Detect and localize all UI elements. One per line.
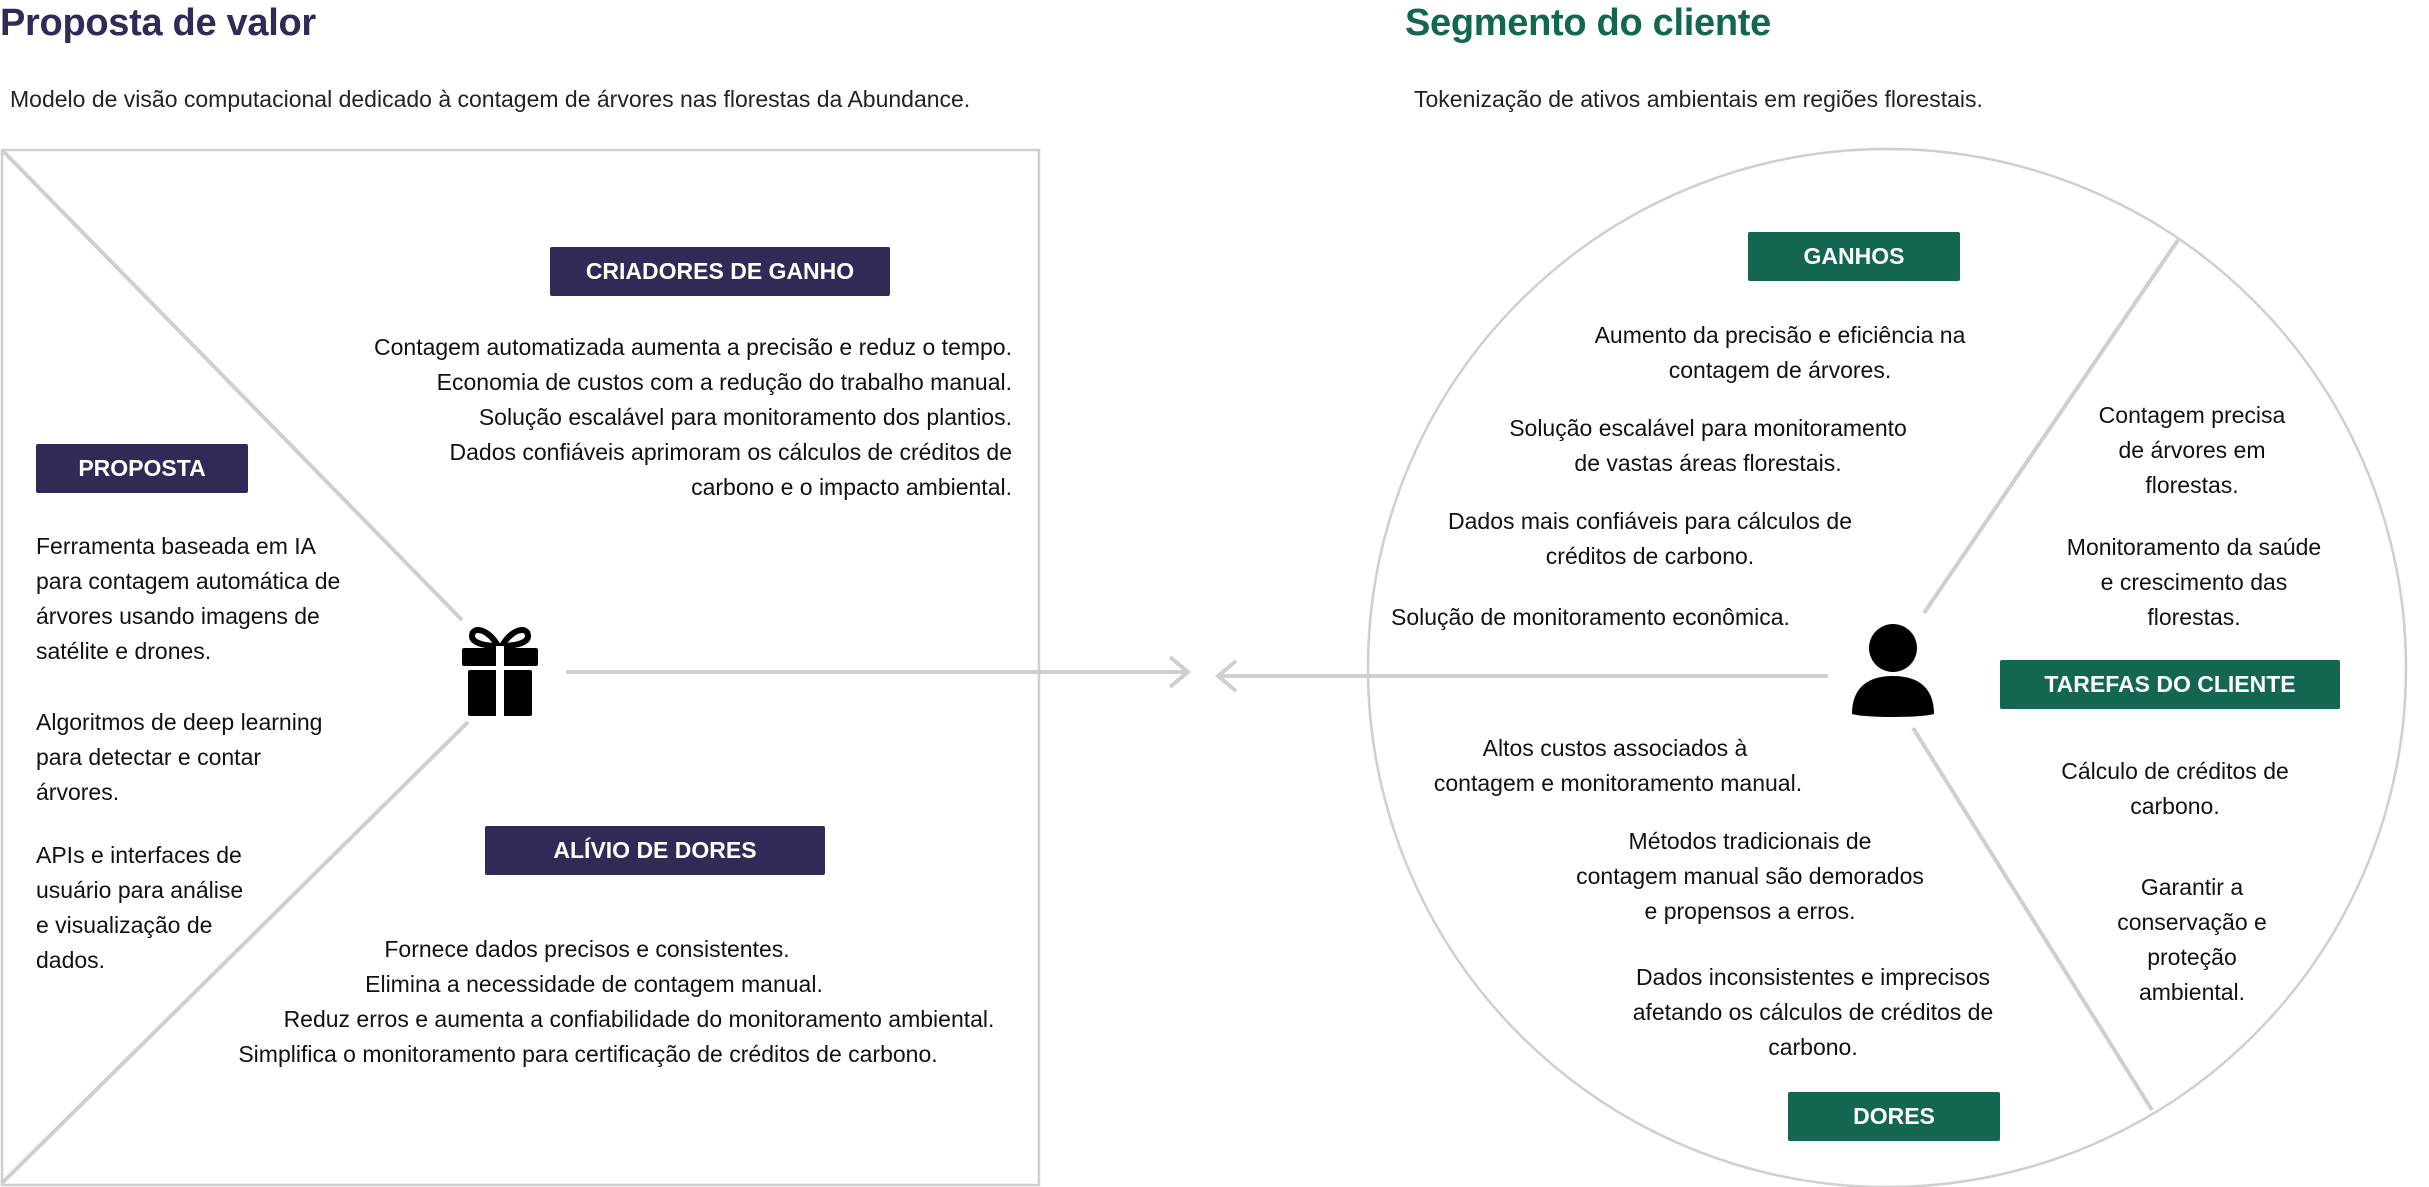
proposal-line: usuário para análise — [36, 877, 244, 903]
arrow-right — [566, 655, 1192, 689]
value-proposition-title: Proposta de valor — [0, 2, 316, 44]
proposal-line: para detectar e contar — [36, 744, 262, 770]
proposal-line: árvores usando imagens de — [36, 603, 320, 629]
value-proposition-subtitle: Modelo de visão computacional dedicado à… — [10, 86, 971, 112]
gains-item: Dados mais confiáveis para cálculos de c… — [1420, 504, 1880, 574]
proposal-line: e visualização de — [36, 912, 213, 938]
jobs-line: florestas. — [2145, 472, 2239, 498]
jobs-line: carbono. — [2130, 793, 2220, 819]
jobs-line: proteção — [2147, 944, 2237, 970]
pains-line: contagem e monitoramento manual. — [1433, 770, 1803, 796]
jobs-line: de árvores em — [2118, 437, 2266, 463]
gains-line: Aumento da precisão e eficiência na — [1594, 322, 1966, 348]
customer-jobs-label: TAREFAS DO CLIENTE — [2000, 660, 2340, 709]
gains-label: GANHOS — [1748, 232, 1960, 281]
proposal-item: APIs e interfaces de usuário para anális… — [36, 838, 243, 978]
pain-relievers-line: Elimina a necessidade de contagem manual… — [365, 971, 823, 997]
gains-item: Aumento da precisão e eficiência na cont… — [1550, 318, 2010, 388]
pains-item: Dados inconsistentes e imprecisos afetan… — [1583, 960, 2043, 1065]
pain-relievers-label: ALÍVIO DE DORES — [485, 826, 825, 875]
jobs-item: Garantir a conservação e proteção ambien… — [2042, 870, 2342, 1010]
proposal-line: Algoritmos de deep learning — [36, 709, 323, 735]
jobs-line: ambiental. — [2138, 979, 2246, 1005]
gift-icon — [458, 622, 542, 718]
gain-creators-line: Solução escalável para monitoramento dos… — [478, 404, 1012, 430]
pains-line: e propensos a erros. — [1644, 898, 1856, 924]
proposal-item: Ferramenta baseada em IA para contagem a… — [36, 529, 340, 669]
pains-line: afetando os cálculos de créditos de — [1632, 999, 1994, 1025]
pains-line: Dados inconsistentes e imprecisos — [1635, 964, 1991, 990]
pains-line: Altos custos associados à — [1482, 735, 1748, 761]
gain-creators-label: CRIADORES DE GANHO — [550, 247, 890, 296]
gains-line: de vastas áreas florestais. — [1574, 450, 1842, 476]
customer-segment-subtitle: Tokenização de ativos ambientais em regi… — [1414, 86, 1983, 112]
jobs-line: florestas. — [2147, 604, 2241, 630]
gains-line: contagem de árvores. — [1668, 357, 1892, 383]
gains-line: Solução escalável para monitoramento — [1509, 415, 1907, 441]
customer-segment-title: Segmento do cliente — [1405, 2, 1771, 44]
proposal-line: árvores. — [36, 779, 120, 805]
jobs-item: Monitoramento da saúde e crescimento das… — [2024, 530, 2364, 635]
diagonal-top — [0, 148, 464, 622]
proposal-line: Ferramenta baseada em IA — [36, 533, 316, 559]
customer-profile-circle — [1366, 147, 2408, 1187]
pain-relievers-line: Fornece dados precisos e consistentes. — [384, 936, 790, 962]
jobs-item: Cálculo de créditos de carbono. — [2025, 754, 2325, 824]
user-icon — [1850, 622, 1936, 718]
jobs-item: Contagem precisa de árvores em florestas… — [2042, 398, 2342, 503]
pains-item: Métodos tradicionais de contagem manual … — [1520, 824, 1980, 929]
pains-line: carbono. — [1768, 1034, 1858, 1060]
gain-creators-line: Contagem automatizada aumenta a precisão… — [374, 334, 1012, 360]
proposal-label: PROPOSTA — [36, 444, 248, 493]
pain-relievers-line: Simplifica o monitoramento para certific… — [238, 1041, 938, 1067]
gain-creators-line: carbono e o impacto ambiental. — [691, 474, 1012, 500]
pain-relievers-text: Fornece dados precisos e consistentes. E… — [226, 932, 1026, 1072]
gains-line: créditos de carbono. — [1545, 543, 1755, 569]
proposal-line: dados. — [36, 947, 106, 973]
divider-bottom — [1911, 726, 2154, 1112]
gain-creators-text: Contagem automatizada aumenta a precisão… — [374, 330, 1012, 505]
gains-line: Dados mais confiáveis para cálculos de — [1448, 508, 1852, 534]
gains-item: Solução escalável para monitoramento de … — [1478, 411, 1938, 481]
pains-line: contagem manual são demorados — [1576, 863, 1924, 889]
value-map-square — [0, 148, 1041, 1187]
gain-creators-line: Economia de custos com a redução do trab… — [436, 369, 1012, 395]
gain-creators-line: Dados confiáveis aprimoram os cálculos d… — [449, 439, 1013, 465]
jobs-line: Cálculo de créditos de — [2061, 758, 2289, 784]
arrow-left — [1214, 659, 1828, 693]
gains-item: Solução de monitoramento econômica. — [1391, 600, 1790, 635]
jobs-line: e crescimento das — [2100, 569, 2288, 595]
proposal-line: satélite e drones. — [36, 638, 212, 664]
pains-item: Altos custos associados à contagem e mon… — [1388, 731, 1848, 801]
jobs-line: Monitoramento da saúde — [2066, 534, 2322, 560]
jobs-line: Garantir a — [2140, 874, 2244, 900]
pains-line: Métodos tradicionais de — [1628, 828, 1872, 854]
diagonal-bottom — [0, 720, 470, 1185]
pain-relievers-line: Reduz erros e aumenta a confiabilidade d… — [283, 1006, 995, 1032]
proposal-line: para contagem automática de — [36, 568, 341, 594]
gains-line: Solução de monitoramento econômica. — [1391, 604, 1790, 630]
proposal-line: APIs e interfaces de — [36, 842, 242, 868]
proposal-item: Algoritmos de deep learning para detecta… — [36, 705, 322, 810]
divider-top — [1922, 238, 2180, 615]
jobs-line: Contagem precisa — [2098, 402, 2286, 428]
pains-label: DORES — [1788, 1092, 2000, 1141]
jobs-line: conservação e — [2117, 909, 2267, 935]
